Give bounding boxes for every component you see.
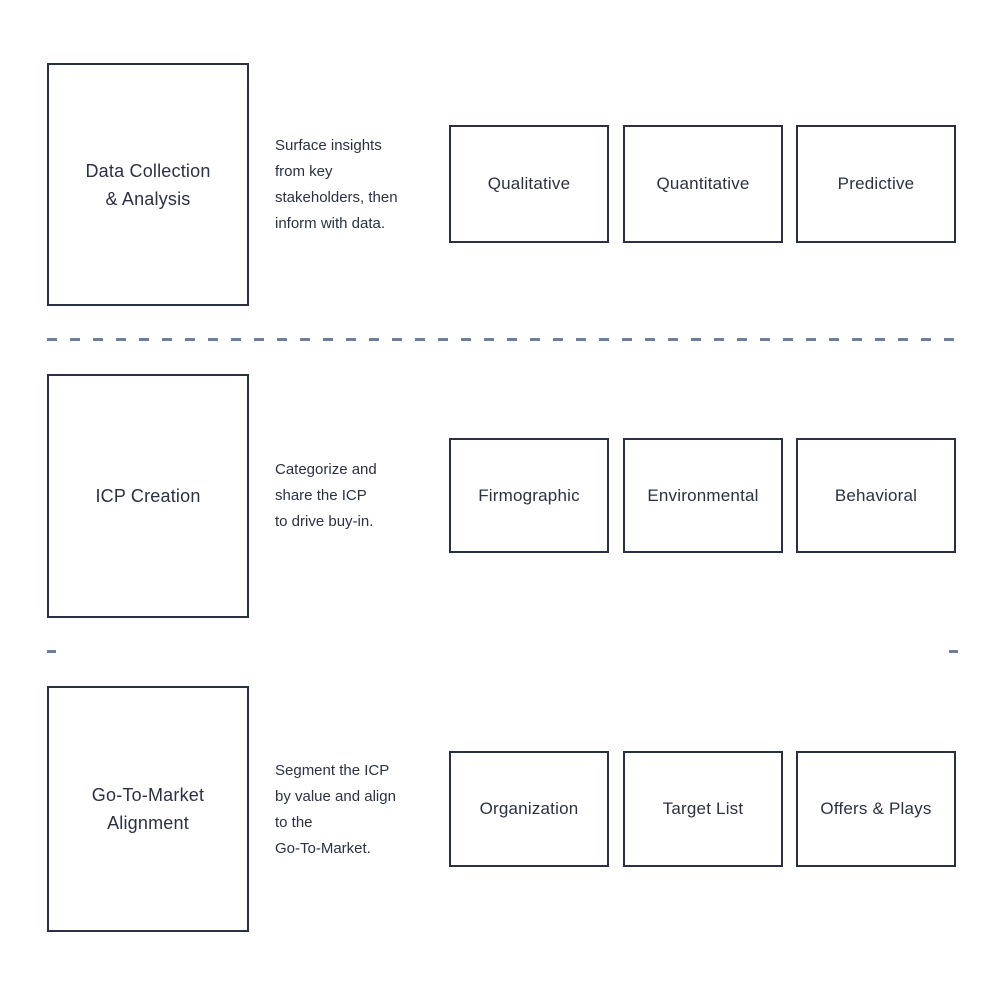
category-box-behavioral: Behavioral: [796, 438, 956, 553]
dashed-separator-2-left-dash: [47, 650, 56, 653]
category-label: Organization: [479, 799, 579, 818]
category-box-firmographic: Firmographic: [449, 438, 609, 553]
stage-box-go-to-market: Go-To-Market Alignment: [47, 686, 249, 932]
category-box-organization: Organization: [449, 751, 609, 867]
category-label: Firmographic: [478, 485, 580, 505]
stage-title: Go-To-Market Alignment: [91, 785, 205, 833]
category-label: Behavioral: [834, 485, 918, 505]
category-box-predictive: Predictive: [796, 125, 956, 243]
category-label: Predictive: [837, 174, 915, 193]
dashed-separator-2-right-dash: [949, 650, 958, 653]
category-label: Qualitative: [487, 174, 571, 193]
stage-box-icp-creation: ICP Creation: [47, 374, 249, 618]
category-box-target-list: Target List: [623, 751, 783, 867]
category-box-qualitative: Qualitative: [449, 125, 609, 243]
stage-description: Categorize and share the ICP to drive bu…: [275, 461, 377, 530]
category-box-environmental: Environmental: [623, 438, 783, 553]
stage-box-data-collection: Data Collection & Analysis: [47, 63, 249, 306]
category-label: Environmental: [647, 485, 759, 505]
category-box-quantitative: Quantitative: [623, 125, 783, 243]
category-label: Quantitative: [656, 174, 750, 193]
stage-title: ICP Creation: [95, 486, 201, 506]
stage-description: Segment the ICP by value and align to th…: [275, 762, 396, 857]
stage-description: Surface insights from key stakeholders, …: [275, 137, 398, 232]
category-label: Target List: [662, 799, 744, 818]
category-box-offers-plays: Offers & Plays: [796, 751, 956, 867]
stage-title: Data Collection & Analysis: [85, 160, 211, 209]
category-label: Offers & Plays: [820, 799, 932, 818]
dashed-separator-1: [47, 338, 958, 341]
